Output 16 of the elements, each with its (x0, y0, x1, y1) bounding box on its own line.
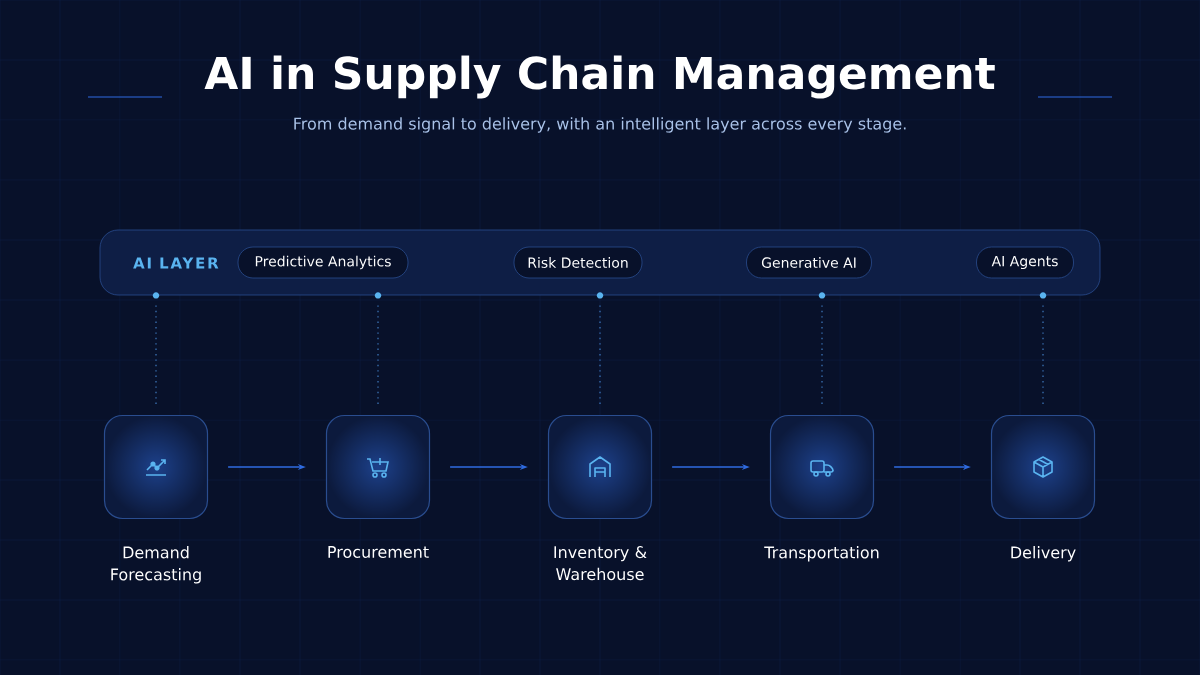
subtitle: From demand signal to delivery, with an intelligent layer across every stage. (294, 117, 906, 133)
tag-pill: Generative AI (746, 246, 872, 279)
stage-box (325, 414, 431, 520)
stage-box (769, 414, 875, 520)
stage-label: Delivery (1011, 546, 1076, 562)
tag-pill: Predictive Analytics (237, 246, 409, 279)
stage-box (103, 414, 209, 520)
stage-label: Inventory & Warehouse (554, 546, 647, 581)
tag-pill: Risk Detection (513, 246, 643, 279)
stage-label: Procurement (328, 546, 429, 558)
title: AI in Supply Chain Management (204, 55, 995, 99)
stage-box (990, 414, 1096, 520)
stage-label: Demand Forecasting (111, 546, 201, 584)
tag-pill: AI Agents (976, 246, 1074, 279)
stage-label: Transportation (764, 546, 879, 562)
stage-box (547, 414, 653, 520)
